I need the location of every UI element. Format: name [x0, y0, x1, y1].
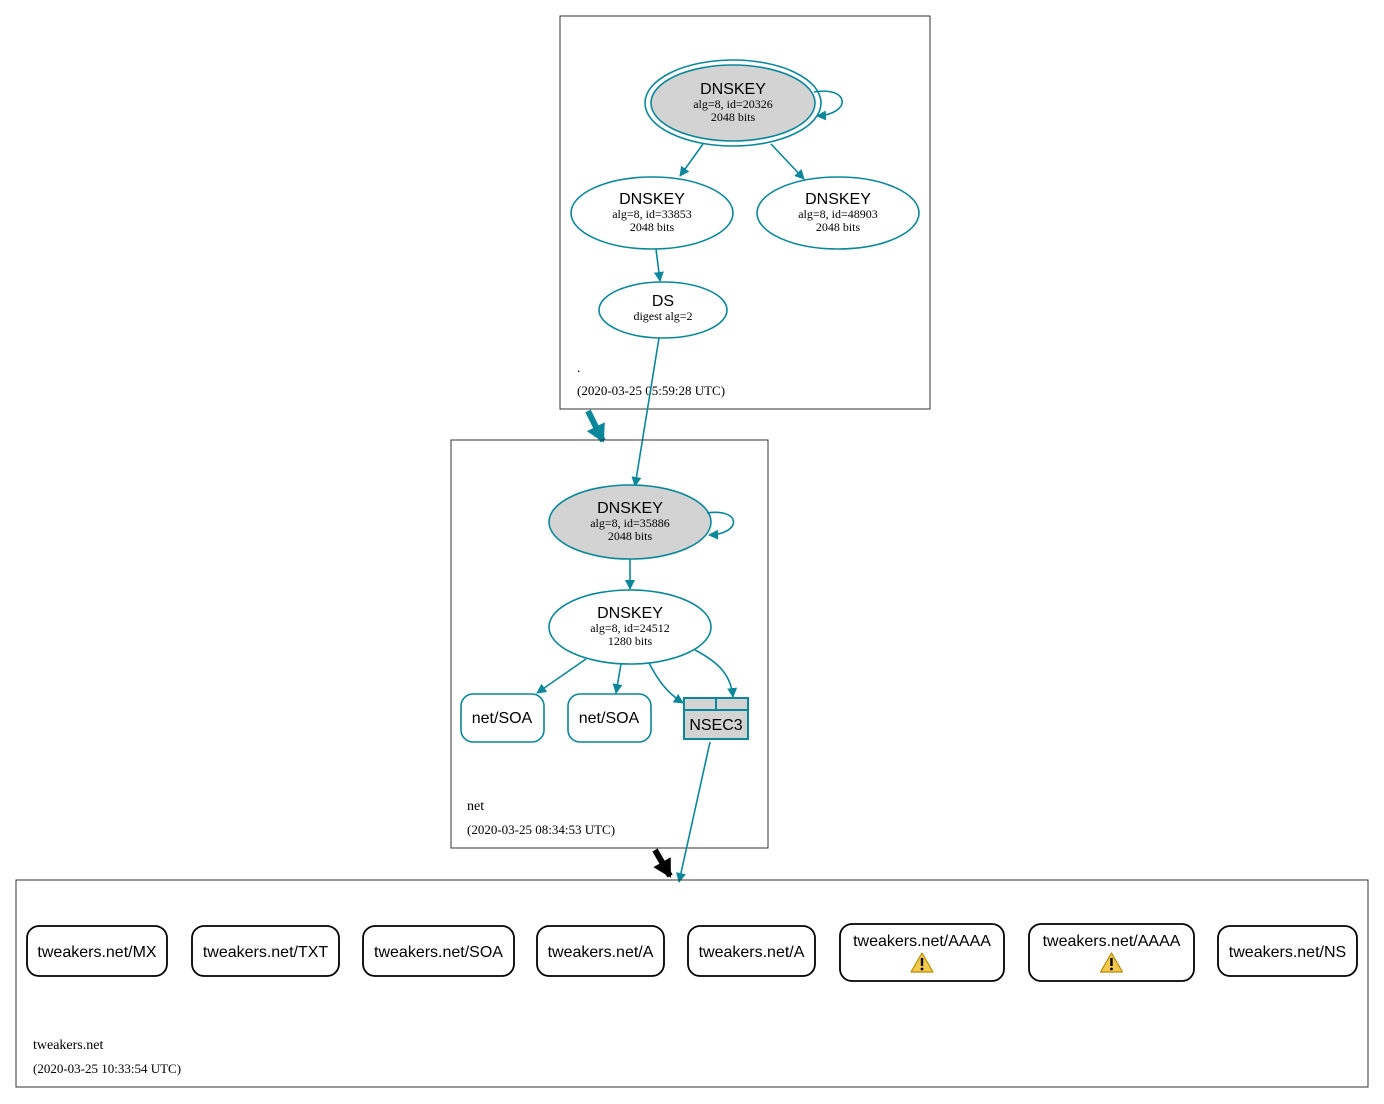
node-net-nsec3-label: NSEC3 — [689, 717, 742, 734]
node-root-ds[interactable]: DS digest alg=2 — [598, 281, 728, 339]
record-node[interactable]: tweakers.net/A — [536, 925, 665, 977]
record-label: tweakers.net/TXT — [203, 944, 329, 961]
node-root-ds-title: DS — [652, 293, 674, 310]
edge-net-nsec3-tweakers — [676, 741, 711, 883]
record-label: tweakers.net/NS — [1229, 944, 1346, 961]
node-root-ksk[interactable]: DNSKEY alg=8, id=20326 2048 bits — [644, 59, 822, 147]
record-label: tweakers.net/A — [548, 944, 654, 961]
edges-net — [536, 511, 738, 883]
node-net-zsk-line1: alg=8, id=24512 — [590, 621, 670, 635]
zone-tweakers-box — [15, 879, 1369, 1088]
zone-tweakers: tweakers.net (2020-03-25 10:33:54 UTC) — [15, 879, 1369, 1088]
node-root-ds-line1: digest alg=2 — [633, 309, 692, 323]
edge-root-ds-net-ksk — [631, 337, 660, 487]
record-list: tweakers.net/MX tweakers.net/TXT tweakers.… — [26, 923, 1358, 982]
record-node[interactable]: tweakers.net/A — [687, 925, 816, 977]
delegation-arrow-root-net — [585, 409, 606, 443]
node-root-zsk1-line1: alg=8, id=33853 — [612, 207, 692, 221]
record-node[interactable]: tweakers.net/TXT — [191, 925, 340, 977]
node-root-zsk1-line2: 2048 bits — [630, 220, 675, 234]
record-label: tweakers.net/AAAA — [853, 933, 991, 950]
delegation-arrow-net-tweakers — [652, 848, 673, 878]
node-root-ksk-line1: alg=8, id=20326 — [693, 97, 773, 111]
node-net-soa-2[interactable]: net/SOA — [567, 693, 652, 743]
edge-root-ksk-self — [813, 90, 843, 121]
edge-net-zsk-soa1 — [536, 658, 587, 694]
edge-root-zsk1-ds — [653, 248, 664, 282]
edges-root — [631, 90, 843, 487]
edge-root-ksk-zsk2 — [770, 143, 805, 180]
record-node[interactable]: tweakers.net/AAAA — [1028, 923, 1195, 982]
edge-net-zsk-nsec3-b — [694, 649, 738, 698]
node-root-ksk-title: DNSKEY — [700, 81, 766, 98]
warning-icon — [1099, 952, 1124, 973]
zone-root-box — [559, 15, 931, 410]
node-root-zsk-48903[interactable]: DNSKEY alg=8, id=48903 2048 bits — [756, 176, 920, 250]
zone-root-name: . — [577, 361, 581, 376]
edge-root-ksk-zsk1 — [679, 143, 704, 177]
record-node[interactable]: tweakers.net/AAAA — [839, 923, 1005, 982]
zone-net-box — [450, 439, 769, 849]
record-label: tweakers.net/MX — [37, 944, 156, 961]
edge-net-ksk-self — [706, 511, 735, 540]
node-root-zsk1-title: DNSKEY — [619, 191, 685, 208]
zone-net: net (2020-03-25 08:34:53 UTC) — [450, 439, 769, 849]
node-net-zsk-title: DNSKEY — [597, 605, 663, 622]
record-box — [362, 925, 515, 977]
record-box — [26, 925, 168, 977]
zone-tweakers-timestamp: (2020-03-25 10:33:54 UTC) — [33, 1061, 181, 1076]
zone-tweakers-name: tweakers.net — [33, 1038, 103, 1053]
node-net-soa-1[interactable]: net/SOA — [460, 693, 545, 743]
record-box — [687, 925, 816, 977]
node-net-ksk[interactable]: DNSKEY alg=8, id=35886 2048 bits — [548, 484, 712, 560]
node-root-ksk-line2: 2048 bits — [711, 110, 756, 124]
edge-net-zsk-nsec3-a — [648, 662, 684, 704]
node-net-nsec3[interactable]: NSEC3 — [683, 697, 749, 740]
node-net-ksk-line2: 2048 bits — [608, 529, 653, 543]
node-net-ksk-title: DNSKEY — [597, 500, 663, 517]
zone-net-name: net — [467, 799, 484, 814]
record-label: tweakers.net/A — [699, 944, 805, 961]
warning-icon — [910, 952, 934, 973]
record-node[interactable]: tweakers.net/SOA — [362, 925, 515, 977]
record-box — [1217, 925, 1358, 977]
record-box — [536, 925, 665, 977]
node-net-ksk-line1: alg=8, id=35886 — [590, 516, 670, 530]
record-box — [191, 925, 340, 977]
node-net-zsk[interactable]: DNSKEY alg=8, id=24512 1280 bits — [548, 589, 712, 665]
node-root-zsk-33853[interactable]: DNSKEY alg=8, id=33853 2048 bits — [570, 176, 734, 250]
node-root-zsk2-title: DNSKEY — [805, 191, 871, 208]
record-label: tweakers.net/SOA — [374, 944, 503, 961]
node-net-soa-2-label: net/SOA — [579, 710, 640, 727]
node-net-zsk-line2: 1280 bits — [608, 634, 653, 648]
node-root-zsk2-line2: 2048 bits — [816, 220, 861, 234]
record-label: tweakers.net/AAAA — [1043, 933, 1181, 950]
zone-net-timestamp: (2020-03-25 08:34:53 UTC) — [467, 822, 615, 837]
node-root-zsk2-line1: alg=8, id=48903 — [798, 207, 878, 221]
record-node[interactable]: tweakers.net/NS — [1217, 925, 1358, 977]
record-node[interactable]: tweakers.net/MX — [26, 925, 168, 977]
edge-net-zsk-soa2 — [612, 663, 623, 694]
node-net-soa-1-label: net/SOA — [472, 710, 533, 727]
